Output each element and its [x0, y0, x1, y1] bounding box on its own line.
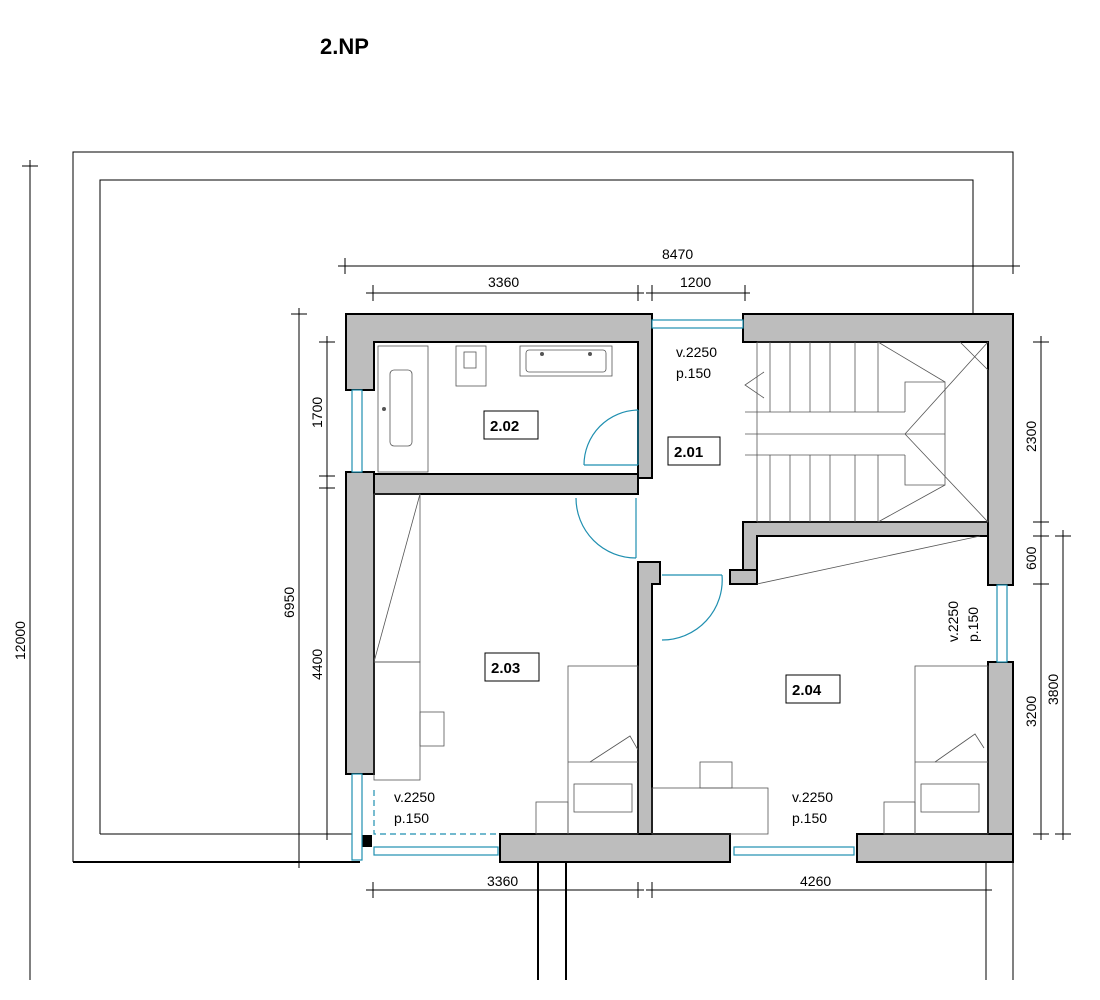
- furniture: [373, 345, 989, 835]
- window-notes: v.2250 p.150 v.2250 p.150 v.2250 p.150 v…: [394, 344, 981, 826]
- note-right-p: p.150: [965, 607, 981, 642]
- dim-top-left: 3360: [488, 274, 519, 290]
- sink-counter: [519, 345, 613, 377]
- note-top-v: v.2250: [676, 344, 717, 360]
- chair-203: [419, 711, 445, 747]
- staircase: [744, 341, 989, 523]
- wall-left: [345, 471, 375, 775]
- dimension-lines: 8470 3360 1200 3360 4260 6950 1700 4400: [12, 160, 1071, 980]
- bed-203: [567, 665, 639, 835]
- chair-204: [699, 761, 733, 789]
- site-outlines: [72, 151, 1014, 980]
- room-label-204: 2.04: [792, 682, 822, 699]
- nightstand-204: [883, 801, 916, 835]
- nightstand-203: [535, 801, 569, 835]
- dim-left-upper: 1700: [309, 397, 325, 428]
- wall-top-left: [345, 313, 653, 479]
- window-203-left: [351, 773, 363, 861]
- window-202-left: [351, 389, 363, 473]
- wall-right-lower: [987, 661, 1014, 863]
- door-204: [661, 574, 723, 641]
- note-right-bottom-v: v.2250: [792, 789, 833, 805]
- dim-left-outer: 6950: [281, 587, 297, 618]
- wall-203-204: [637, 561, 661, 835]
- dim-left-lower: 4400: [309, 649, 325, 680]
- room-label-201: 2.01: [674, 444, 703, 461]
- toilet: [455, 345, 487, 387]
- dim-right-gap: 600: [1023, 546, 1039, 570]
- note-top-p: p.150: [676, 365, 711, 381]
- room-labels: 2.02 2.01 2.03 2.04: [483, 410, 841, 704]
- note-left-bottom-p: p.150: [394, 810, 429, 826]
- floor-title: 2.NP: [320, 34, 369, 59]
- note-left-bottom-v: v.2250: [394, 789, 435, 805]
- wall-stair-bottom: [742, 521, 989, 571]
- dim-right-lower: 3200: [1023, 696, 1039, 727]
- dim-overall-width: 8470: [662, 246, 693, 262]
- dim-top-middle: 1200: [680, 274, 711, 290]
- door-202: [583, 409, 639, 466]
- wall-top-right: [742, 313, 1014, 586]
- note-right-bottom-p: p.150: [792, 810, 827, 826]
- doors: [575, 409, 723, 641]
- desk-203: [373, 661, 421, 781]
- room-label-202: 2.02: [490, 418, 519, 435]
- note-right-v: v.2250: [945, 601, 961, 642]
- walls: [345, 313, 1014, 863]
- bathtub: [377, 345, 429, 473]
- dim-far-left: 12000: [12, 621, 28, 660]
- dim-bottom-right: 4260: [800, 873, 831, 889]
- desk-204: [651, 787, 769, 835]
- windows: [351, 319, 1008, 861]
- window-204-bottom: [733, 846, 855, 856]
- dim-right-upper: 2300: [1023, 421, 1039, 452]
- dim-right-outer: 3800: [1045, 674, 1061, 705]
- window-204-right: [996, 584, 1008, 663]
- wall-bottom-right: [856, 833, 1014, 863]
- room-label-203: 2.03: [491, 660, 520, 677]
- corner-column: [360, 835, 372, 847]
- window-203-bottom: [373, 846, 499, 856]
- dim-bottom-left: 3360: [487, 873, 518, 889]
- wall-corridor-right: [729, 569, 758, 585]
- bed-204: [914, 665, 989, 835]
- door-203: [575, 497, 637, 559]
- wall-202-203: [373, 473, 639, 495]
- wall-bottom-middle: [499, 833, 731, 863]
- window-top: [651, 319, 744, 329]
